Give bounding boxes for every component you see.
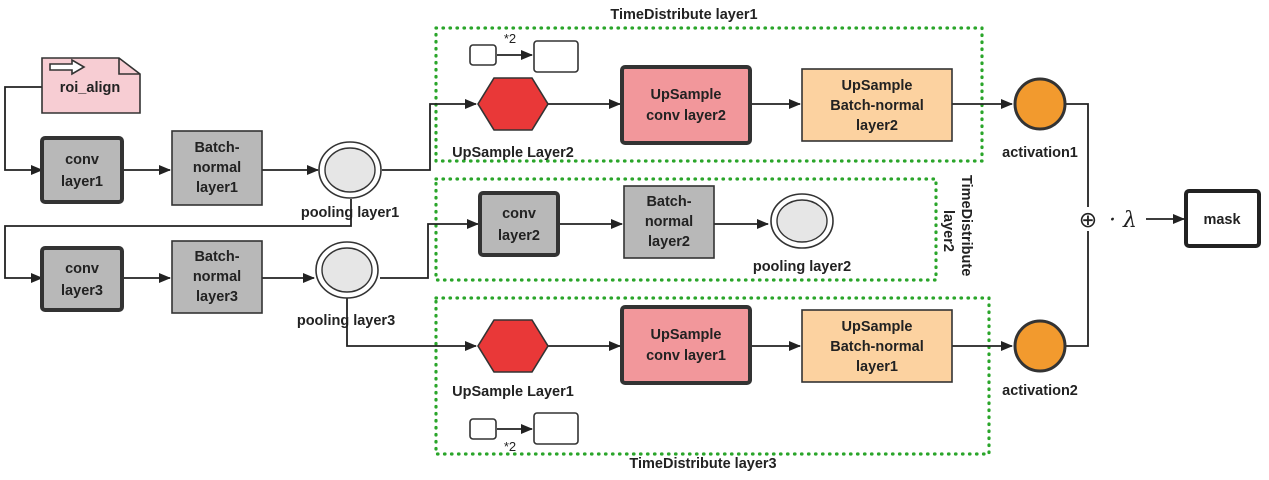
td-group-1: TimeDistribute layer1 <box>434 7 984 163</box>
upbn1-line2: Batch-normal <box>830 339 923 355</box>
batch-normal-layer3-node: Batch-normal layer3 <box>171 240 263 314</box>
upconv1-line2: conv layer1 <box>646 348 726 364</box>
roi-align-label: roi_align <box>60 80 120 96</box>
td-group-3: TimeDistribute layer3 <box>434 296 991 472</box>
mask-label: mask <box>1203 212 1241 228</box>
upsample-note-bottom: *2 <box>469 412 579 454</box>
upsample-layer1-label: UpSample Layer1 <box>452 384 574 400</box>
pooling-layer2-node: pooling layer2 <box>753 193 851 275</box>
bn1-line2: normal <box>193 160 241 176</box>
td-group-2: TimeDistribute layer2 <box>434 175 974 282</box>
upbn2-line3: layer2 <box>856 118 898 134</box>
upbn2-line2: Batch-normal <box>830 98 923 114</box>
lambda-factor: · λ <box>1109 208 1137 233</box>
activation2-node: activation2 <box>1002 319 1078 399</box>
upconv2-line2: conv layer2 <box>646 108 726 124</box>
pooling-layer1-node: pooling layer1 <box>301 141 399 221</box>
upsample-conv-layer2-node: UpSample conv layer2 <box>620 65 752 145</box>
connectors <box>4 50 1185 434</box>
pooling-layer3-label: pooling layer3 <box>297 313 395 329</box>
oplus-icon: ⊕ <box>1079 207 1097 232</box>
td1-title: TimeDistribute layer1 <box>610 7 757 23</box>
bn3-line3: layer3 <box>196 289 238 305</box>
upsample-note-bottom-factor: *2 <box>504 439 516 454</box>
upsample-note-top: *2 <box>469 31 579 73</box>
upbn1-line3: layer1 <box>856 359 898 375</box>
upbn2-line1: UpSample <box>842 78 913 94</box>
bn3-line1: Batch- <box>194 249 239 265</box>
conv-layer3-line2: layer3 <box>61 283 103 299</box>
conv-layer3-node: conv layer3 <box>40 246 124 312</box>
upconv2-line1: UpSample <box>651 87 722 103</box>
td2-title-line1: TimeDistribute <box>958 175 974 276</box>
bn2-line2: normal <box>645 214 693 230</box>
activation1-node: activation1 <box>1002 77 1078 161</box>
conv-layer1-line1: conv <box>65 152 99 168</box>
pooling-layer3-node: pooling layer3 <box>297 241 395 329</box>
td3-title: TimeDistribute layer3 <box>629 456 776 472</box>
upsample-layer2-label: UpSample Layer2 <box>452 145 574 161</box>
conv-layer2-line1: conv <box>502 206 536 222</box>
upsample-conv-layer1-node: UpSample conv layer1 <box>620 305 752 385</box>
batch-normal-layer1-node: Batch-normal layer1 <box>171 130 263 206</box>
pooling-layer1-label: pooling layer1 <box>301 205 399 221</box>
upbn1-line1: UpSample <box>842 319 913 335</box>
conv-layer2-node: conv layer2 <box>478 191 560 257</box>
activation1-label: activation1 <box>1002 145 1078 161</box>
batch-normal-layer2-node: Batch-normal layer2 <box>623 185 715 259</box>
pooling-layer2-label: pooling layer2 <box>753 259 851 275</box>
bn2-line3: layer2 <box>648 234 690 250</box>
upsample-layer2-node: UpSample Layer2 <box>452 77 574 161</box>
arrow-right-icon <box>49 58 86 76</box>
upsample-layer1-node: UpSample Layer1 <box>452 319 574 400</box>
upsample-note-top-factor: *2 <box>504 31 516 46</box>
bn2-line1: Batch- <box>646 194 691 210</box>
conv-layer3-line1: conv <box>65 261 99 277</box>
conv-layer2-line2: layer2 <box>498 228 540 244</box>
activation2-label: activation2 <box>1002 383 1078 399</box>
conv-layer1-line2: layer1 <box>61 174 103 190</box>
mask-node: mask <box>1184 189 1261 248</box>
bn1-line1: Batch- <box>194 140 239 156</box>
bn1-line3: layer1 <box>196 180 238 196</box>
roi-align-node: roi_align <box>41 57 141 114</box>
conv-layer1-node: conv layer1 <box>40 136 124 204</box>
upconv1-line1: UpSample <box>651 327 722 343</box>
combine-operator: ⊕ · λ <box>1079 207 1137 233</box>
td2-title-line2: layer2 <box>940 210 956 252</box>
bn3-line2: normal <box>193 269 241 285</box>
